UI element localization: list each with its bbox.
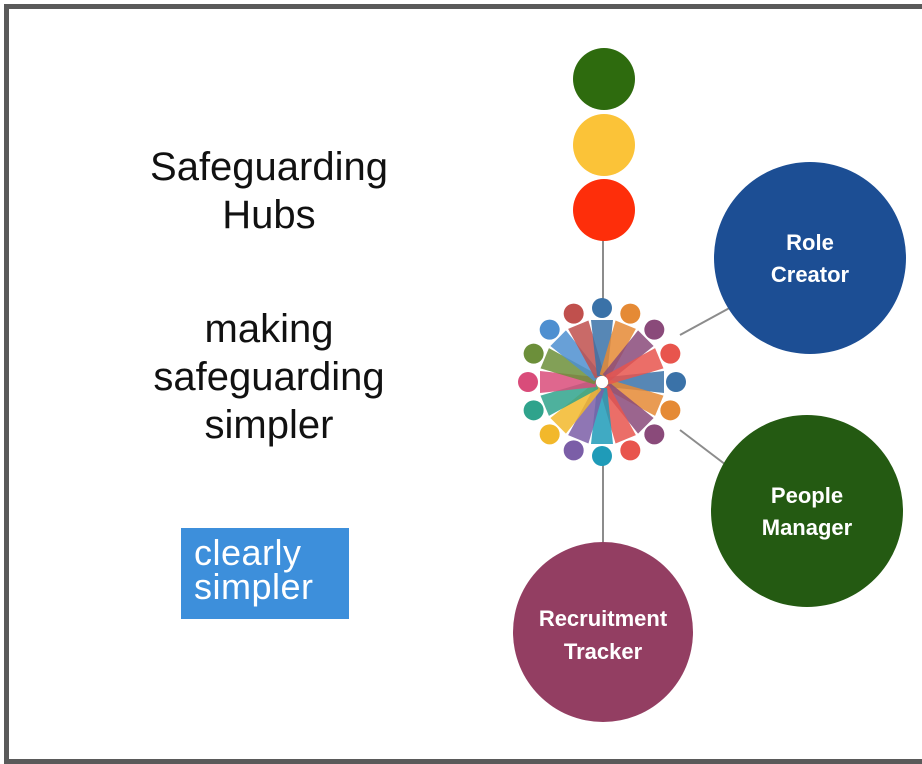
person-head [644,424,665,445]
person-figure [599,385,641,461]
slide-frame: Safeguarding Hubs making safeguarding si… [4,4,922,764]
clearly-simpler-logo: clearly simpler [181,528,349,619]
person-figure [539,319,602,382]
tagline-line: safeguarding [153,355,385,399]
role-creator-hub: Role Creator [714,162,906,354]
person-head [620,440,641,461]
recruitment-tracker-hub: Recruitment Tracker [513,542,693,722]
hub-label: Role [786,230,834,255]
person-head [539,319,560,340]
hub-label: Recruitment [539,606,668,631]
person-body [602,382,654,434]
person-head [660,400,681,421]
person-head [644,319,665,340]
person-figure [605,343,681,385]
person-figure [539,382,602,445]
person-figure [602,319,665,382]
person-head [518,372,538,392]
person-head [592,298,612,318]
person-head [660,343,681,364]
tagline-line: making [204,307,334,351]
red-light-icon [573,179,635,241]
title-line: Safeguarding [150,145,388,189]
connector-line [679,304,736,336]
hub-circle [711,415,903,607]
person-body [605,348,664,385]
person-head [539,424,560,445]
connector-line [679,429,731,469]
person-body [568,320,605,379]
person-head [620,303,641,324]
amber-light-icon [573,114,635,176]
person-head [666,372,686,392]
hub-label: Creator [771,262,850,287]
tagline-line: simpler [204,403,334,447]
person-body [568,385,605,444]
person-figure [599,303,641,379]
person-head [523,343,544,364]
person-head [592,446,612,466]
hub-label: People [771,483,843,508]
slide-title: Safeguarding Hubs [119,143,419,239]
person-head [563,440,584,461]
logo-line: simpler [194,566,314,607]
person-figure [523,379,599,421]
person-figure [605,379,681,421]
people-manager-hub: People Manager [711,415,903,607]
hub-circle [513,542,693,722]
person-body [550,382,602,434]
person-body [602,330,654,382]
green-light-icon [573,48,635,110]
person-body [605,379,664,416]
hub-label: Manager [762,515,853,540]
person-body [599,320,636,379]
person-body [550,330,602,382]
person-head [523,400,544,421]
person-figure [563,303,605,379]
title-line: Hubs [222,193,316,237]
people-circle-icon [518,298,686,466]
wheel-center [596,376,608,388]
person-figure [563,385,605,461]
hub-label: Tracker [564,639,643,664]
person-body [540,379,599,416]
tagline: making safeguarding simpler [119,305,419,449]
logo-line: clearly [194,532,302,573]
person-figure [523,343,599,385]
person-figure [602,382,665,445]
person-body [599,385,636,444]
person-head [563,303,584,324]
hub-circle [714,162,906,354]
person-body [540,348,599,385]
